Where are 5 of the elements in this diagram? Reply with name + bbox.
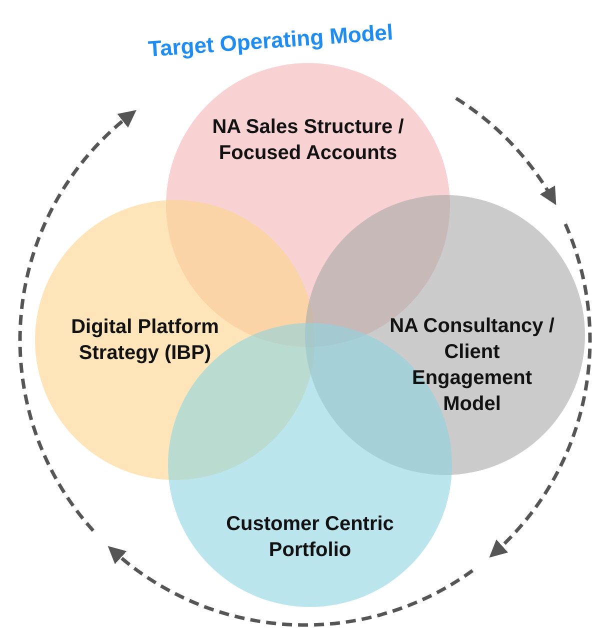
circle-label: Digital Platform Strategy (IBP) — [70, 315, 220, 366]
circle-label: NA Consultancy / Client Engagement Model — [388, 314, 556, 417]
circle-label: NA Sales Structure / Focused Accounts — [211, 115, 405, 166]
diagram-title: Target Operating Model — [147, 19, 394, 63]
circle-label: Customer Centric Portfolio — [225, 512, 395, 563]
